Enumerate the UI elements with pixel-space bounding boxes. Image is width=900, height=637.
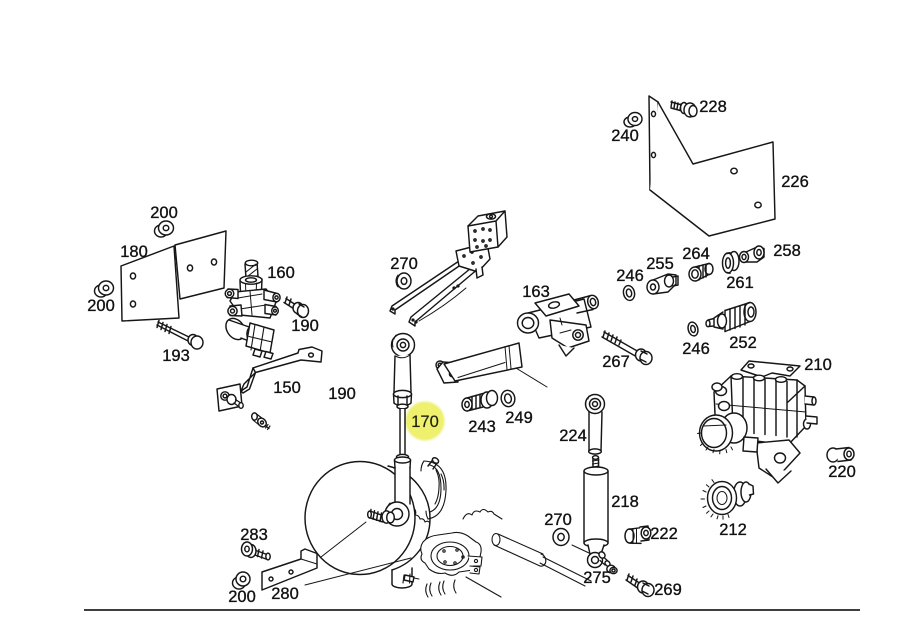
svg-text:220: 220 xyxy=(828,463,856,481)
svg-text:280: 280 xyxy=(271,585,299,603)
svg-text:252: 252 xyxy=(729,334,757,352)
svg-text:163: 163 xyxy=(522,283,550,301)
svg-text:243: 243 xyxy=(468,418,496,436)
svg-text:193: 193 xyxy=(162,347,190,365)
svg-text:270: 270 xyxy=(544,511,572,529)
svg-text:255: 255 xyxy=(646,255,674,273)
svg-text:283: 283 xyxy=(240,526,268,544)
svg-text:218: 218 xyxy=(611,493,639,511)
svg-text:267: 267 xyxy=(602,353,630,371)
svg-text:180: 180 xyxy=(120,243,148,261)
svg-text:200: 200 xyxy=(228,588,256,606)
svg-text:258: 258 xyxy=(773,242,801,260)
svg-text:228: 228 xyxy=(699,98,727,116)
svg-text:249: 249 xyxy=(505,409,533,427)
svg-text:160: 160 xyxy=(267,264,295,282)
svg-text:226: 226 xyxy=(781,173,809,191)
svg-text:246: 246 xyxy=(616,267,644,285)
svg-text:224: 224 xyxy=(559,427,587,445)
svg-text:264: 264 xyxy=(682,245,710,263)
svg-text:270: 270 xyxy=(390,255,418,273)
svg-text:240: 240 xyxy=(611,127,639,145)
svg-text:246: 246 xyxy=(682,340,710,358)
svg-text:210: 210 xyxy=(804,356,832,374)
svg-text:275: 275 xyxy=(583,569,611,587)
svg-text:190: 190 xyxy=(291,317,319,335)
svg-text:200: 200 xyxy=(150,204,178,222)
svg-text:261: 261 xyxy=(726,274,754,292)
svg-text:200: 200 xyxy=(87,297,115,315)
svg-text:212: 212 xyxy=(719,521,747,539)
svg-text:190: 190 xyxy=(328,385,356,403)
svg-text:269: 269 xyxy=(654,581,682,599)
svg-text:150: 150 xyxy=(273,379,301,397)
svg-text:222: 222 xyxy=(650,525,678,543)
svg-text:170: 170 xyxy=(411,413,439,431)
